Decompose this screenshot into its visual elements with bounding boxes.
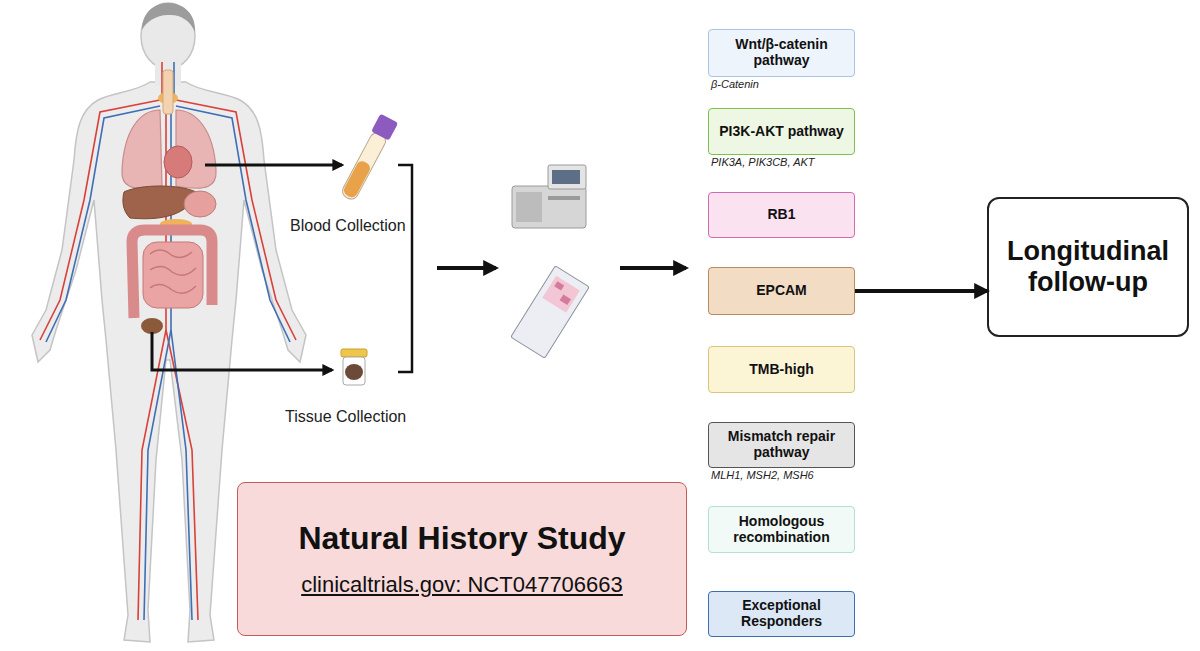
pathway-box: Homologous recombination xyxy=(708,506,855,553)
blood-tube xyxy=(338,114,398,203)
collection-arrow xyxy=(152,165,342,370)
box-label: RB1 xyxy=(763,207,799,223)
trial-id: clinicaltrials.gov: NCT047706663 xyxy=(301,573,623,597)
organs xyxy=(132,230,212,318)
tissue-jar xyxy=(343,357,365,385)
blood-tube xyxy=(371,114,398,141)
gene-box: EPCAM xyxy=(708,267,855,315)
organs xyxy=(164,146,192,178)
sample-label: Tissue Collection xyxy=(285,408,406,426)
sequencer-icon xyxy=(548,165,586,189)
sequencer-icon xyxy=(548,196,580,200)
bracket xyxy=(398,165,412,372)
organs xyxy=(141,318,163,334)
process-arrow xyxy=(437,268,686,269)
organs xyxy=(122,110,162,188)
box-label: Wnt/β-catenin pathway xyxy=(709,37,854,68)
sample-label: Blood Collection xyxy=(290,217,406,235)
outcome-box: Longitudinal follow-up xyxy=(987,197,1189,337)
box-label: Exceptional Responders xyxy=(709,598,854,629)
biomarker-box: TMB-high xyxy=(708,346,855,393)
gene-list: MLH1, MSH2, MSH6 xyxy=(711,469,814,481)
box-label: PI3K-AKT pathway xyxy=(715,124,847,140)
tissue-jar xyxy=(341,349,367,357)
organs xyxy=(143,242,203,308)
slide-icon xyxy=(511,266,589,358)
study-title: Natural History Study xyxy=(298,521,625,556)
gene-list: PIK3A, PIK3CB, AKT xyxy=(711,156,815,168)
process-arrow xyxy=(620,266,686,270)
bracket xyxy=(398,165,412,372)
blood-vessels xyxy=(166,330,198,620)
blood-tube xyxy=(340,130,388,201)
slide-icon xyxy=(560,294,571,305)
study-box: Natural History Study clinicaltrials.gov:… xyxy=(237,482,687,636)
pathway-box: Wnt/β-catenin pathwayβ-Catenin xyxy=(708,29,855,77)
flow-arrow xyxy=(855,289,987,293)
slide-icon xyxy=(542,276,580,313)
box-label: TMB-high xyxy=(745,362,818,378)
sequencer-icon xyxy=(516,192,542,222)
sequencer-icon xyxy=(512,186,586,228)
collection-arrow xyxy=(152,332,332,370)
box-label: Mismatch repair pathway xyxy=(709,429,854,460)
sequencer-icon xyxy=(552,170,580,184)
box-label: EPCAM xyxy=(752,283,811,299)
collection-arrow xyxy=(205,164,342,167)
organs xyxy=(184,191,216,217)
human-body xyxy=(142,3,195,32)
blood-tube xyxy=(342,159,372,199)
gene-box: RB1 xyxy=(708,192,855,238)
pathway-box: Mismatch repair pathwayMLH1, MSH2, MSH6 xyxy=(708,422,855,468)
box-label: Longitudinal follow-up xyxy=(989,236,1187,298)
sequencer-icon xyxy=(512,165,586,228)
blood-vessels xyxy=(171,330,192,620)
human-body xyxy=(141,3,195,69)
gene-list: β-Catenin xyxy=(711,78,759,90)
tissue-jar xyxy=(341,349,367,385)
box-label: Homologous recombination xyxy=(709,514,854,545)
organs xyxy=(150,250,196,293)
tissue-jar xyxy=(345,364,363,380)
pathway-box: PI3K-AKT pathwayPIK3A, PIK3CB, AKT xyxy=(708,108,855,155)
cohort-box: Exceptional Responders xyxy=(708,591,855,637)
slide-icon xyxy=(511,266,589,358)
slide-icon xyxy=(554,281,564,290)
organs xyxy=(163,70,173,114)
organs xyxy=(122,70,216,334)
process-arrow xyxy=(437,266,496,270)
